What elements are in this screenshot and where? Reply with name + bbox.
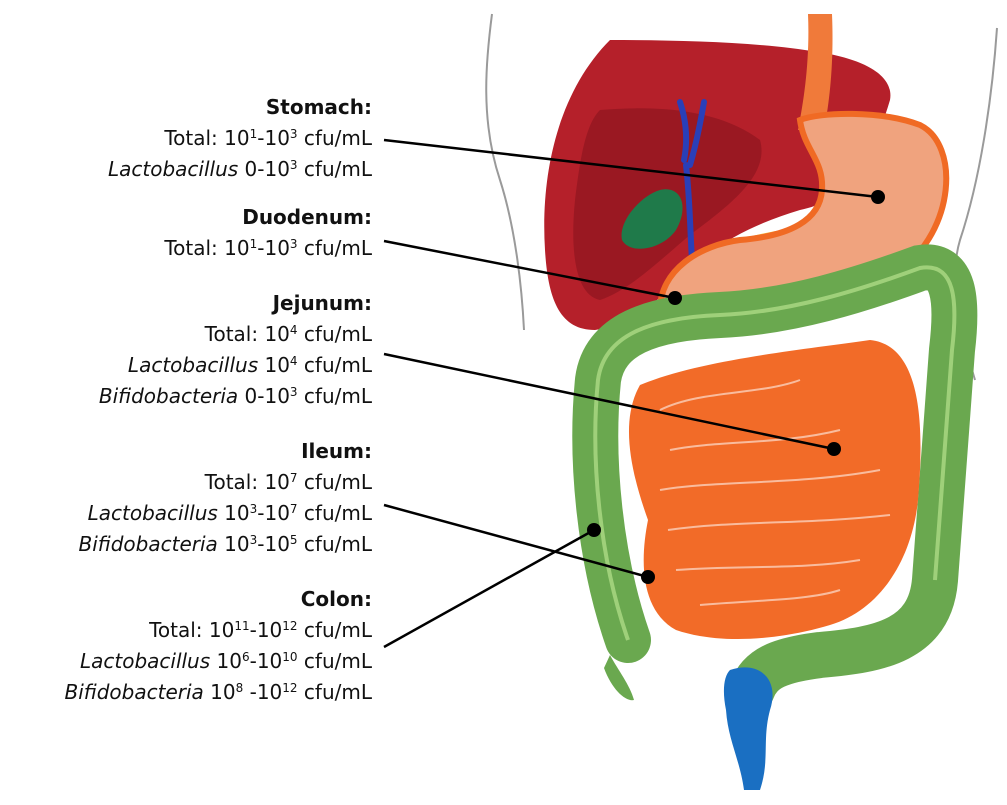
label-colon-organism: Bifidobacteria bbox=[65, 680, 204, 704]
label-jejunum-heading: Jejunum: bbox=[271, 291, 372, 315]
label-colon-organism: Lactobacillus bbox=[80, 649, 210, 673]
label-stomach-line-1: Total: 101-103 cfu/mL bbox=[163, 126, 373, 150]
exponent: 6 bbox=[242, 650, 250, 664]
exponent: 4 bbox=[290, 354, 298, 368]
label-text-part: cfu/mL bbox=[298, 236, 373, 260]
label-jejunum-line-1: Total: 104 cfu/mL bbox=[204, 322, 373, 346]
label-text-part: 10 bbox=[218, 532, 250, 556]
label-jejunum-line-2: Lactobacillus 104 cfu/mL bbox=[128, 353, 373, 377]
exponent: 7 bbox=[290, 471, 298, 485]
label-stomach-organism: Lactobacillus bbox=[108, 157, 238, 181]
small-intestine bbox=[629, 340, 921, 639]
label-text-part: -10 bbox=[250, 618, 283, 642]
label-text-part: 10 bbox=[258, 353, 290, 377]
exponent: 1 bbox=[250, 237, 258, 251]
label-stomach-line-2: Lactobacillus 0-103 cfu/mL bbox=[108, 157, 373, 181]
label-ileum-organism: Bifidobacteria bbox=[79, 532, 218, 556]
label-colon-line-3: Bifidobacteria 108 -1012 cfu/mL bbox=[65, 680, 373, 704]
label-text-part: -10 bbox=[257, 126, 290, 150]
label-text-part: 10 bbox=[210, 649, 242, 673]
label-text-part: cfu/mL bbox=[298, 618, 373, 642]
label-text-part: cfu/mL bbox=[298, 353, 373, 377]
label-text-part: cfu/mL bbox=[298, 532, 373, 556]
label-text-part: -10 bbox=[257, 236, 290, 260]
label-stomach-heading: Stomach: bbox=[266, 95, 372, 119]
label-jejunum-organism: Lactobacillus bbox=[128, 353, 258, 377]
label-duodenum-heading: Duodenum: bbox=[242, 205, 372, 229]
label-ileum-line-1: Total: 107 cfu/mL bbox=[204, 470, 373, 494]
exponent: 3 bbox=[250, 533, 258, 547]
label-ileum-heading: Ileum: bbox=[301, 439, 372, 463]
label-duodenum-line-1: Total: 101-103 cfu/mL bbox=[163, 236, 373, 260]
label-text-part: -10 bbox=[250, 649, 283, 673]
label-text-part: cfu/mL bbox=[298, 501, 373, 525]
exponent: 3 bbox=[290, 385, 298, 399]
marker-stomach-dot-marker-icon bbox=[871, 190, 885, 204]
leader-line-colon bbox=[384, 530, 594, 647]
exponent: 3 bbox=[290, 237, 298, 251]
marker-duodenum-dot-marker-icon bbox=[668, 291, 682, 305]
exponent: 11 bbox=[234, 619, 249, 633]
label-text-part: Total: 10 bbox=[204, 322, 290, 346]
label-ileum-organism: Lactobacillus bbox=[88, 501, 218, 525]
label-text-part: cfu/mL bbox=[298, 322, 373, 346]
exponent: 5 bbox=[290, 533, 298, 547]
rectum bbox=[724, 667, 773, 790]
label-text-part: -10 bbox=[257, 532, 290, 556]
label-text-part: Total: 10 bbox=[163, 126, 249, 150]
label-text-part: cfu/mL bbox=[298, 470, 373, 494]
label-text-part: 0-10 bbox=[238, 384, 290, 408]
label-colon-heading: Colon: bbox=[301, 587, 372, 611]
exponent: 1 bbox=[250, 127, 258, 141]
label-jejunum-line-3: Bifidobacteria 0-103 cfu/mL bbox=[99, 384, 373, 408]
label-text-part: Total: 10 bbox=[204, 470, 290, 494]
label-text-part: cfu/mL bbox=[298, 157, 373, 181]
body-outline-left bbox=[486, 14, 524, 330]
marker-jejunum-dot-marker-icon bbox=[827, 442, 841, 456]
label-text-part: cfu/mL bbox=[298, 649, 373, 673]
label-text-part: 10 bbox=[218, 501, 250, 525]
label-text-part: 0-10 bbox=[238, 157, 290, 181]
exponent: 3 bbox=[290, 158, 298, 172]
label-ileum-line-3: Bifidobacteria 103-105 cfu/mL bbox=[79, 532, 373, 556]
label-jejunum-organism: Bifidobacteria bbox=[99, 384, 238, 408]
exponent: 4 bbox=[290, 323, 298, 337]
small-intestine-mass bbox=[629, 340, 921, 639]
exponent: 12 bbox=[282, 681, 297, 695]
label-text-part: cfu/mL bbox=[298, 384, 373, 408]
exponent: 7 bbox=[290, 502, 298, 516]
exponent: 3 bbox=[290, 127, 298, 141]
exponent: 3 bbox=[250, 502, 258, 516]
label-text-part: 10 bbox=[204, 680, 236, 704]
label-colon-line-2: Lactobacillus 106-1010 cfu/mL bbox=[80, 649, 373, 673]
label-text-part: cfu/mL bbox=[298, 680, 373, 704]
exponent: 8 bbox=[236, 681, 244, 695]
label-text-part: cfu/mL bbox=[298, 126, 373, 150]
marker-colon-dot-marker-icon bbox=[587, 523, 601, 537]
exponent: 10 bbox=[282, 650, 297, 664]
label-ileum-line-2: Lactobacillus 103-107 cfu/mL bbox=[88, 501, 373, 525]
region-labels: Stomach:Total: 101-103 cfu/mLLactobacill… bbox=[65, 95, 373, 704]
marker-ileum-dot-marker-icon bbox=[641, 570, 655, 584]
label-colon-line-1: Total: 1011-1012 cfu/mL bbox=[148, 618, 373, 642]
label-text-part: Total: 10 bbox=[148, 618, 234, 642]
label-text-part: -10 bbox=[257, 501, 290, 525]
label-text-part: -10 bbox=[243, 680, 282, 704]
exponent: 12 bbox=[282, 619, 297, 633]
label-text-part: Total: 10 bbox=[163, 236, 249, 260]
